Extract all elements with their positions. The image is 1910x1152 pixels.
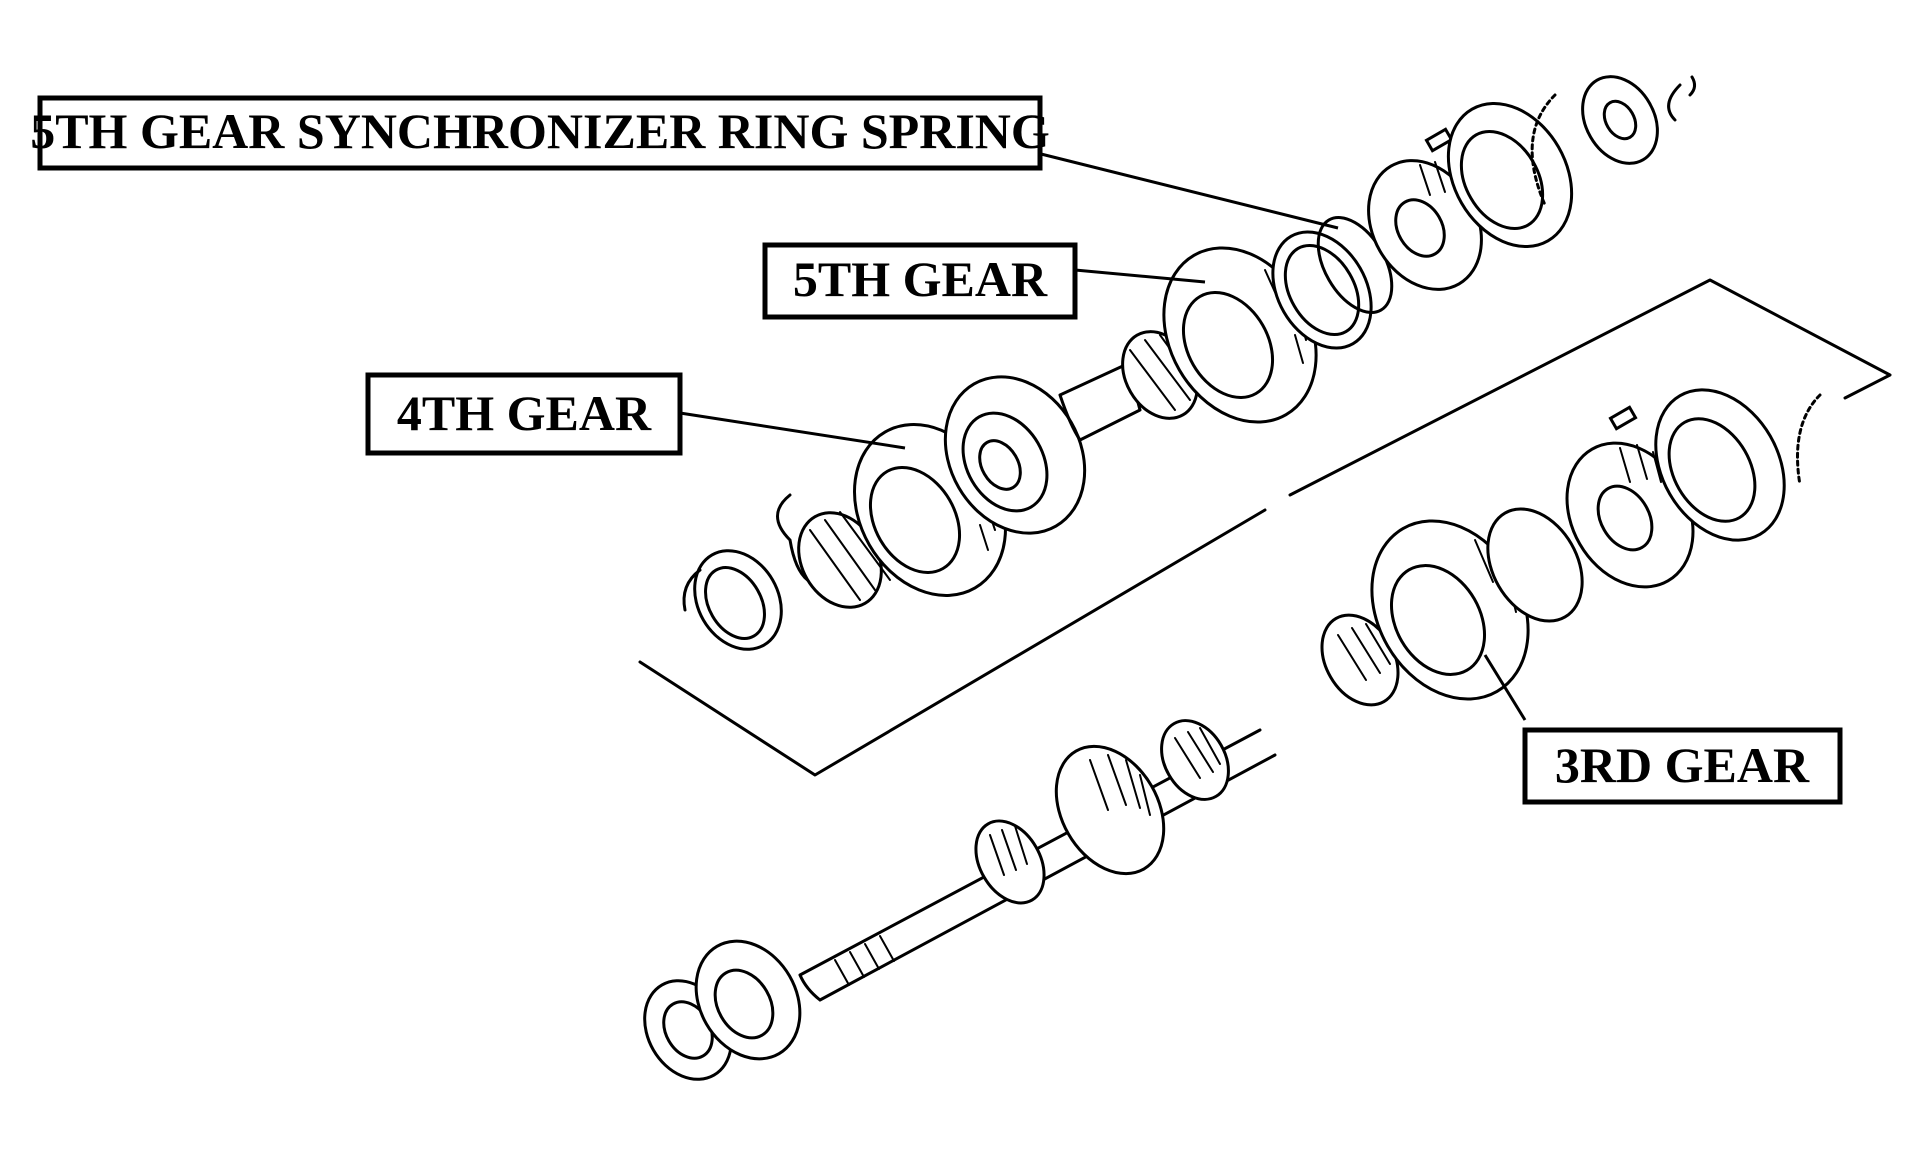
snap-ring-upper bbox=[1530, 93, 1557, 207]
front-collar bbox=[682, 549, 783, 651]
first-gear-part bbox=[974, 819, 1046, 905]
third-hub-sleeve bbox=[1654, 388, 1786, 542]
callout-synchro-spring-label: 5TH GEAR SYNCHRONIZER RING SPRING bbox=[30, 103, 1050, 159]
needle-bearing-lower bbox=[1160, 719, 1230, 801]
callout-third-gear: 3RD GEAR bbox=[1522, 727, 1843, 805]
shaft-spacer bbox=[1058, 363, 1142, 442]
shifting-key-lower bbox=[1608, 405, 1638, 431]
callout-third-gear-label: 3RD GEAR bbox=[1555, 737, 1810, 793]
snap-ring-lower bbox=[1796, 393, 1822, 487]
callout-fourth-gear: 4TH GEAR bbox=[365, 372, 683, 456]
needle-bearing-3rd bbox=[1320, 613, 1400, 707]
leader-synchro-spring bbox=[1024, 148, 1339, 230]
fifth-hub-sleeve bbox=[1446, 101, 1574, 249]
second-gear-part bbox=[1054, 744, 1166, 876]
shaft-spline bbox=[834, 935, 895, 986]
input-bearing bbox=[643, 939, 802, 1081]
needle-bearing-4th bbox=[797, 499, 906, 609]
callout-fifth-gear-label: 5TH GEAR bbox=[793, 251, 1048, 307]
leader-fifth-gear bbox=[1074, 268, 1206, 284]
callout-synchro-spring: 5TH GEAR SYNCHRONIZER RING SPRING bbox=[30, 95, 1050, 171]
third-synchro-ring bbox=[1486, 507, 1584, 623]
leader-fourth-gear bbox=[679, 411, 906, 450]
callout-fifth-gear: 5TH GEAR bbox=[762, 242, 1078, 320]
end-clip bbox=[1667, 75, 1697, 122]
lower-assembly bbox=[643, 388, 1822, 1081]
callout-fourth-gear-label: 4TH GEAR bbox=[397, 385, 652, 441]
upper-assembly bbox=[682, 75, 1697, 651]
thrust-washer bbox=[1581, 75, 1659, 165]
group-outline bbox=[638, 278, 1892, 777]
fifth-synchro-ring bbox=[1271, 230, 1373, 350]
shifting-key-upper bbox=[1424, 127, 1454, 153]
leader-third-gear bbox=[1483, 654, 1527, 721]
